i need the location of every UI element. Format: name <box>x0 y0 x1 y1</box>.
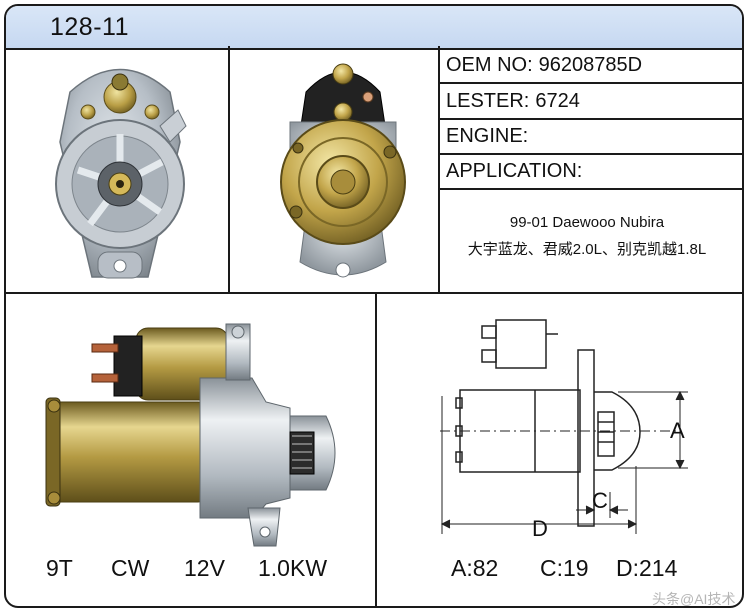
dim-d-value: D:214 <box>616 555 678 581</box>
application-line-2: 大宇蓝龙、君威2.0L、别克凯越1.8L <box>467 241 707 258</box>
engine-row: ENGINE: <box>446 125 534 148</box>
dim-label-d: D <box>532 516 548 541</box>
dim-label-a: A <box>670 418 685 443</box>
power-spec: 1.0KW <box>258 555 328 581</box>
product-card: 128-11 <box>4 4 744 608</box>
dim-label-c: C <box>592 488 608 513</box>
divider-spec-4 <box>439 188 742 190</box>
divider-middle <box>6 292 742 294</box>
watermark-text: 头条@AI技术 <box>652 591 736 607</box>
dim-a-value: A:82 <box>451 555 499 581</box>
oem-label: OEM NO: <box>446 54 533 76</box>
application-row: APPLICATION: <box>446 160 588 183</box>
dim-c-value: C:19 <box>540 555 589 581</box>
oem-row: OEM NO:96208785D <box>446 54 642 77</box>
part-number-title: 128-11 <box>50 13 129 41</box>
starter-side-photo <box>45 323 336 547</box>
dimension-drawing: A C D <box>440 319 688 541</box>
oem-value: 96208785D <box>538 54 643 76</box>
divider-spec-1 <box>439 82 742 84</box>
starter-rear-photo <box>280 63 406 278</box>
rotation-spec: CW <box>111 555 150 581</box>
application-label: APPLICATION: <box>446 160 583 182</box>
lester-label: LESTER: <box>446 90 530 112</box>
divider-spec-3 <box>439 153 742 155</box>
teeth-spec: 9T <box>46 555 73 581</box>
engine-label: ENGINE: <box>446 125 529 147</box>
starter-front-photo <box>55 68 187 279</box>
divider-spec-2 <box>439 118 742 120</box>
lester-row: LESTER:6724 <box>446 90 580 113</box>
voltage-spec: 12V <box>184 555 225 581</box>
divider-bottom <box>375 293 377 607</box>
divider-top-left <box>228 46 230 293</box>
lester-value: 6724 <box>535 90 580 112</box>
header-bar: 128-11 <box>6 6 742 50</box>
divider-top-right <box>438 46 440 293</box>
application-line-1: 99-01 Daewooo Nubira <box>509 214 665 231</box>
